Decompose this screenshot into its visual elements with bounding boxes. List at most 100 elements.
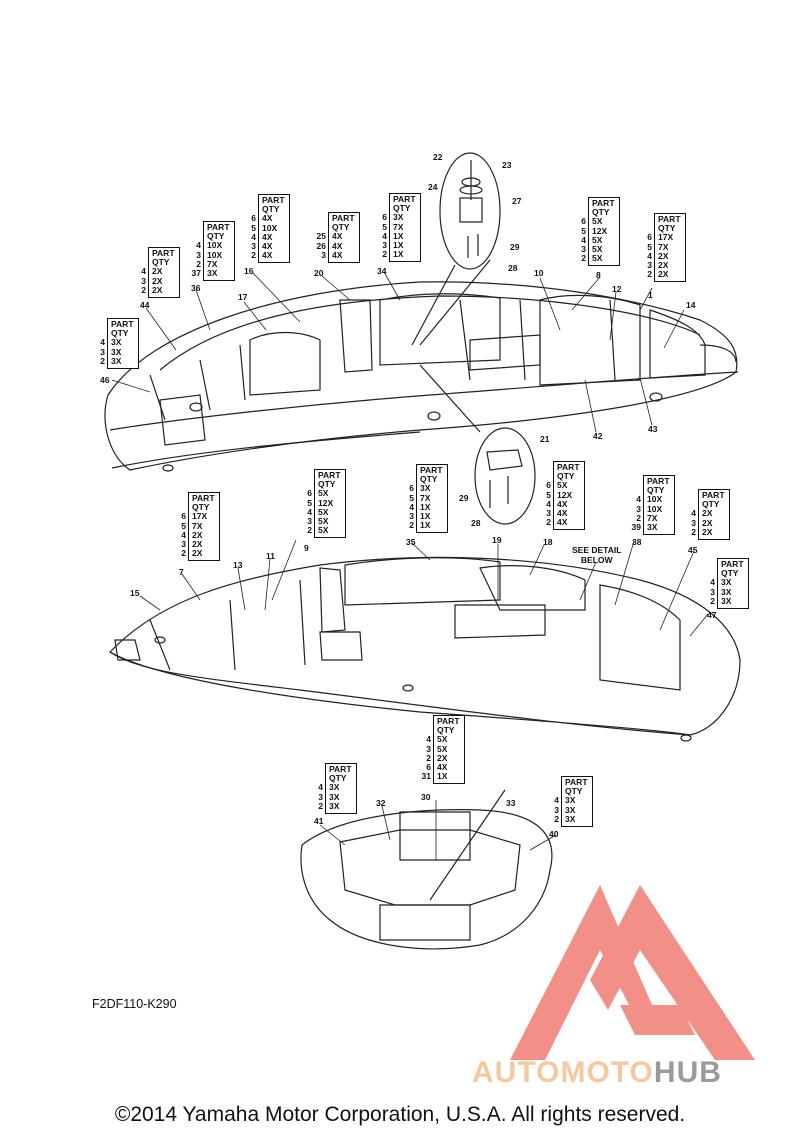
table-header-part: PART [318,470,341,480]
callout-7: 7 [179,567,184,577]
callout-36: 36 [191,283,201,293]
callout-16: 16 [244,266,254,276]
callout-35: 35 [406,537,416,547]
callout-24: 24 [428,182,438,192]
table-header-qty: QTY [702,499,720,510]
table-header-qty: QTY [329,773,347,784]
table-header-qty: QTY [192,502,210,513]
callout-15: 15 [130,588,140,598]
callout-11: 11 [266,551,275,561]
watermark-text-b: HUB [653,1056,722,1089]
table-header-part: PART [393,194,416,204]
table-header-part: PART [658,214,681,224]
callout-46: 46 [100,375,110,385]
table-header-part: PART [329,764,352,774]
callout-10: 10 [534,268,544,278]
callout-29b: 29 [459,493,469,503]
callout-14: 14 [686,300,696,310]
watermark-text: AUTOMOTOHUB [472,1056,722,1090]
callout-44: 44 [140,300,150,310]
callout-19: 19 [492,535,502,545]
callout-33: 33 [506,798,516,808]
table-header-qty: QTY [721,568,739,579]
callout-13: 13 [233,560,243,570]
callout-40: 40 [549,829,559,839]
table-header-qty: QTY [557,471,575,482]
table-header-qty: QTY [658,223,676,234]
callout-38: 38 [632,537,642,547]
callout-20: 20 [314,268,324,278]
table-header-part: PART [420,465,443,475]
callout-34: 34 [377,266,387,276]
bottom-section-drawing [300,789,553,950]
table-header-qty: QTY [647,485,665,496]
callout-23: 23 [502,160,512,170]
callout-8: 8 [596,270,601,280]
table-header-qty: QTY [207,231,225,242]
callout-12: 12 [612,284,622,294]
table-header-part: PART [721,559,744,569]
callout-41: 41 [314,816,324,826]
table-header-part: PART [592,198,615,208]
table-header-part: PART [437,716,460,726]
table-header-part: PART [332,213,355,223]
upper-hull-drawing [104,281,739,472]
callout-28b: 28 [471,518,481,528]
detail-bubble-upper [411,152,501,346]
